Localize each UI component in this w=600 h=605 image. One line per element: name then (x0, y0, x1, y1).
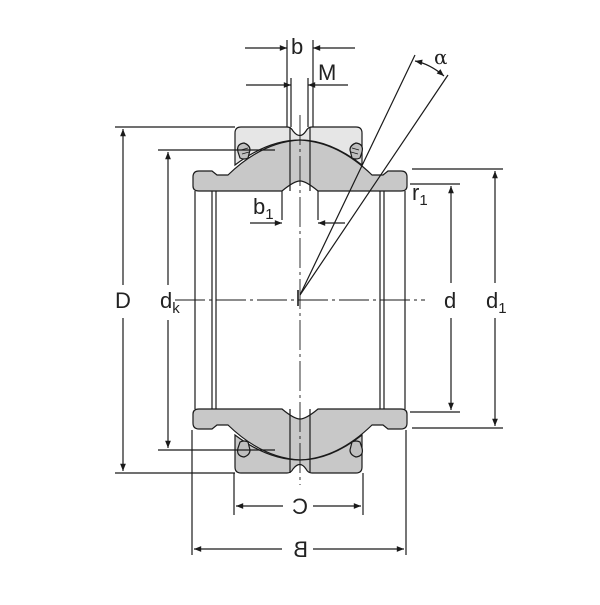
centerlines (175, 115, 425, 485)
seal-top-left (237, 142, 251, 160)
label-r1: r1 (412, 180, 428, 209)
inner-ring-bottom (192, 408, 408, 461)
label-dk: dk (160, 288, 180, 317)
dim-M (246, 78, 348, 127)
dim-d (410, 183, 460, 413)
seal-bottom-left (237, 440, 251, 458)
label-B-mirrored: B (293, 537, 308, 562)
seal-bottom-right (349, 440, 363, 458)
label-D: D (115, 288, 131, 313)
dim-C (233, 473, 364, 515)
label-alpha: α (434, 45, 448, 69)
dim-dk (158, 149, 275, 451)
dim-d1 (412, 168, 503, 429)
label-M: M (318, 60, 336, 85)
label-d1: d1 (486, 288, 507, 317)
dim-D (115, 126, 235, 474)
label-b1: b1 (253, 194, 274, 223)
label-d: d (444, 288, 456, 313)
dim-B (191, 430, 407, 555)
label-C-mirrored: C (292, 494, 308, 519)
dim-alpha (297, 54, 449, 306)
seal-top-right (349, 142, 363, 160)
label-b: b (291, 34, 303, 59)
